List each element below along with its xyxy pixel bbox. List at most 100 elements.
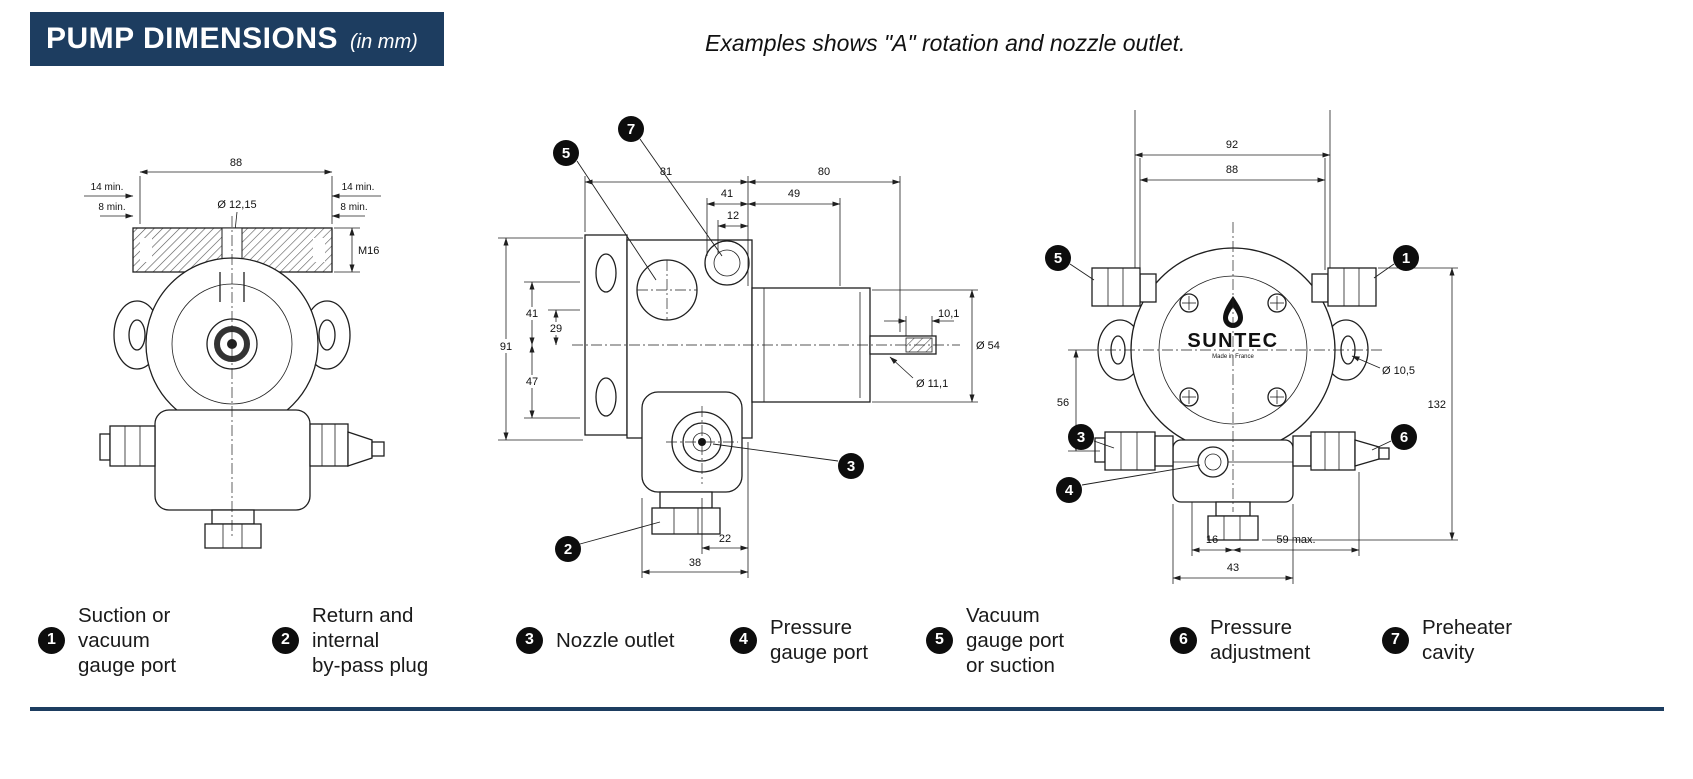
- dim-label-132: 132: [1428, 399, 1446, 411]
- dim-label-49: 49: [788, 188, 800, 200]
- side-view: 81 80 41 49 12 91 41 29: [495, 116, 1000, 578]
- mounting-slot-left: [128, 319, 146, 351]
- dim-label-dia10-5: Ø 10,5: [1382, 365, 1415, 377]
- legend-item-5: 5 Vacuum gauge port or suction: [926, 598, 1064, 682]
- front-dim-right-offsets: 14 min. 8 min.: [331, 182, 381, 219]
- dim-label-88: 88: [230, 157, 242, 169]
- callout-5-side: 5: [553, 140, 579, 166]
- dim-label-14min-left: 14 min.: [91, 182, 124, 193]
- legend-item-2: 2 Return and internal by-pass plug: [272, 598, 428, 682]
- legend-badge-5: 5: [926, 626, 953, 654]
- legend-item-4: 4 Pressure gauge port: [730, 598, 868, 682]
- pump-side-body: [584, 234, 937, 535]
- dim-label-43: 43: [1227, 562, 1239, 574]
- dim-label-29: 29: [550, 323, 562, 335]
- nozzle-port-left: [1094, 431, 1174, 471]
- legend-item-7: 7 Preheater cavity: [1382, 598, 1512, 682]
- legend-label-1: Suction or vacuum gauge port: [78, 603, 177, 677]
- dim-label-8min-right: 8 min.: [340, 202, 367, 213]
- dim-label-shaft-dia: Ø 12,15: [217, 199, 256, 211]
- dim-label-88-rear: 88: [1226, 164, 1238, 176]
- preheater-cavity-plug: [704, 240, 750, 286]
- legend-item-1: 1 Suction or vacuum gauge port: [38, 598, 176, 682]
- side-port-right: [309, 423, 385, 467]
- legend-badge-4: 4: [730, 626, 757, 654]
- pressure-gauge-port: [1197, 446, 1229, 478]
- cover-screws: [1179, 293, 1287, 407]
- legend-item-6: 6 Pressure adjustment: [1170, 598, 1310, 682]
- dim-label-59max: 59 max.: [1276, 534, 1315, 546]
- lower-housing: [154, 409, 311, 511]
- front-dim-left-offsets: 14 min. 8 min.: [84, 182, 134, 219]
- rear-dims: 56 Ø 10,5 132 16 59 max. 43: [1057, 267, 1458, 584]
- page-title: PUMP DIMENSIONS: [46, 22, 338, 55]
- svg-text:5: 5: [1054, 250, 1062, 267]
- callout-6-rear: 6: [1391, 424, 1417, 450]
- dim-label-38: 38: [689, 557, 701, 569]
- svg-text:7: 7: [627, 121, 635, 138]
- dim-label-22: 22: [719, 533, 731, 545]
- callout-3-rear: 3: [1068, 424, 1094, 450]
- mounting-slot-right: [318, 319, 336, 351]
- legend-label-7: Preheater cavity: [1422, 616, 1513, 664]
- legend-label-3: Nozzle outlet: [556, 628, 675, 652]
- dim-label-dia11-1: Ø 11,1: [916, 378, 948, 390]
- svg-text:5: 5: [562, 145, 570, 162]
- svg-text:6: 6: [1400, 429, 1408, 446]
- callout-1-rear: 1: [1393, 245, 1419, 271]
- side-dims-left: 91 41 29 47: [495, 237, 583, 441]
- rear-dims-top: 92 88: [1134, 110, 1331, 270]
- legend-item-3: 3 Nozzle outlet: [516, 598, 675, 682]
- bottom-rule: [30, 707, 1664, 711]
- bottom-port: [204, 509, 262, 549]
- front-dim-thread: M16: [334, 227, 379, 273]
- pump-rear-body: SUNTEC Made in France: [1091, 247, 1390, 541]
- pump-front-body: [99, 257, 385, 549]
- svg-text:4: 4: [1065, 482, 1074, 499]
- page-title-box: PUMP DIMENSIONS (in mm): [30, 12, 444, 66]
- callout-2-side: 2: [555, 536, 581, 562]
- dim-label-14min-right: 14 min.: [342, 182, 375, 193]
- top-fitting-left: [1091, 267, 1157, 307]
- callout-4-rear: 4: [1056, 477, 1082, 503]
- side-port-left: [99, 425, 156, 467]
- dim-label-81: 81: [660, 166, 672, 178]
- legend-label-2: Return and internal by-pass plug: [312, 603, 429, 677]
- dim-label-92: 92: [1226, 139, 1238, 151]
- side-dims-bottom: 22 38: [641, 442, 749, 578]
- front-dim-width: 88: [139, 157, 333, 224]
- dim-label-m16: M16: [358, 245, 379, 257]
- dim-label-41-left: 41: [526, 308, 538, 320]
- svg-text:3: 3: [1077, 429, 1085, 446]
- side-dims-top: 81 80 41 49 12: [584, 166, 901, 332]
- callout-5-rear: 5: [1045, 245, 1071, 271]
- side-dims-shaft: 10,1 Ø 54 Ø 11,1: [872, 289, 1000, 403]
- front-view: 88 14 min. 8 min. 14 min. 8 min. Ø 12,15: [84, 157, 385, 549]
- dim-label-dia54: Ø 54: [976, 340, 1000, 352]
- dim-label-12: 12: [727, 210, 739, 222]
- dim-label-80: 80: [818, 166, 830, 178]
- dim-label-56: 56: [1057, 397, 1069, 409]
- example-note: Examples shows "A" rotation and nozzle o…: [705, 30, 1186, 56]
- svg-text:2: 2: [564, 541, 572, 558]
- callout-3-side: 3: [838, 453, 864, 479]
- bottom-plug: [1207, 501, 1259, 541]
- top-fitting-right: [1311, 267, 1377, 307]
- legend-badge-6: 6: [1170, 626, 1197, 654]
- svg-text:3: 3: [847, 458, 855, 475]
- pressure-adjustment-screw: [1292, 431, 1390, 471]
- dim-label-91: 91: [500, 341, 512, 353]
- legend-label-4: Pressure gauge port: [770, 616, 869, 664]
- dim-label-10-1: 10,1: [938, 308, 959, 320]
- rear-view: 92 88 SUNTEC Made in Fra: [1045, 110, 1458, 584]
- flange-slot-bottom: [595, 377, 617, 417]
- brand-text: SUNTEC: [1187, 330, 1278, 352]
- svg-text:1: 1: [1402, 250, 1410, 267]
- legend-badge-7: 7: [1382, 626, 1409, 654]
- dim-label-47: 47: [526, 376, 538, 388]
- bypass-plug: [651, 491, 721, 535]
- dim-label-41-top: 41: [721, 188, 733, 200]
- legend-label-5: Vacuum gauge port or suction: [966, 603, 1065, 677]
- legend-label-6: Pressure adjustment: [1210, 616, 1311, 664]
